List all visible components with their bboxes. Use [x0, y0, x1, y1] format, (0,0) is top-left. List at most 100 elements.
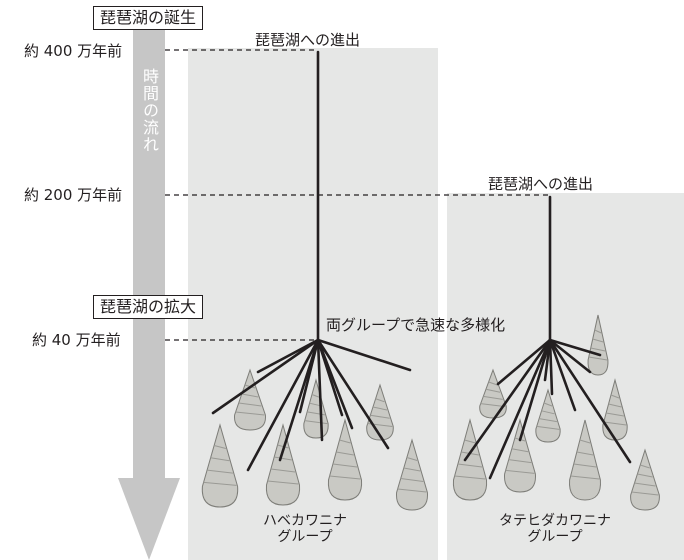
snail-shell-whorl: [608, 403, 622, 408]
era-label-200: 約 200 万年前: [24, 186, 123, 204]
tatehida-branch: [548, 338, 602, 357]
group-label-habe-line2: グループ: [277, 529, 333, 545]
tatehida-branch: [518, 338, 552, 442]
snail-shell-whorl: [457, 463, 483, 468]
snail-shell-whorl: [464, 439, 476, 444]
snail-shell-whorl: [637, 473, 653, 478]
snail-shell-whorl: [541, 410, 555, 415]
snail-shell-whorl: [270, 468, 296, 473]
snail-shell-whorl: [594, 329, 602, 334]
snail-shell-whorl: [400, 478, 424, 482]
tatehida-branch: [463, 338, 552, 462]
snail-shell-whorl: [485, 388, 501, 393]
snail-shell-whorl: [397, 488, 427, 493]
snail-shell: [201, 423, 239, 508]
snail-shell-whorl: [539, 418, 557, 423]
snail-shell-whorl: [375, 398, 385, 403]
tatehida-branch: [548, 338, 592, 374]
snail-shell-whorl: [311, 394, 321, 398]
snail-shell: [479, 368, 507, 419]
snail-shell: [396, 438, 428, 511]
snail-shell-whorl: [606, 412, 624, 417]
tatehida-branch: [548, 338, 632, 464]
snail-shell-whorl: [505, 469, 535, 474]
snail-shell-whorl: [304, 420, 328, 425]
snail-shell-whorl: [332, 463, 358, 468]
habe-branch: [211, 338, 320, 415]
habe-branch: [298, 338, 320, 414]
snail-shell-whorl: [543, 402, 553, 407]
snail-shell: [504, 418, 536, 493]
snail-shell-whorl: [336, 451, 354, 456]
snail-shell-whorl: [570, 475, 600, 480]
snail-shell-whorl: [610, 394, 620, 399]
snail-shell-whorl: [634, 482, 656, 487]
snail-shell-whorl: [214, 445, 226, 449]
snail-shell: [265, 423, 301, 506]
snail-shell-whorl: [579, 439, 591, 444]
snail-shell: [366, 383, 394, 441]
event-lake-birth: 琵琶湖の誕生: [93, 6, 204, 30]
snail-shell: [587, 314, 609, 376]
snail-shell-whorl: [483, 395, 503, 400]
time-arrow-shaft: [133, 22, 165, 488]
group-label-tatehida-line1: タテヒダカワニナ: [499, 513, 611, 529]
time-arrow-label: 時間の流れ: [140, 68, 159, 153]
snail-shell-whorl: [576, 451, 594, 456]
habe-branch: [316, 338, 324, 442]
snail-shell-whorl: [592, 338, 604, 343]
era-label-400: 約 400 万年前: [24, 42, 123, 60]
tatehida-branches: [463, 338, 632, 480]
habe-branch: [316, 338, 390, 450]
snail-shell-whorl: [511, 448, 529, 453]
tatehida-branch: [488, 338, 552, 480]
habe-branches: [211, 338, 412, 472]
habe-branch: [316, 338, 412, 372]
tatehida-branch: [548, 338, 577, 412]
event-lake-expansion: 琵琶湖の拡大: [93, 295, 204, 319]
snail-shell-whorl: [403, 467, 421, 472]
habe-branch: [246, 338, 320, 472]
snail-shell-whorl: [274, 456, 292, 461]
snail-shells: [201, 314, 660, 511]
snail-shell: [234, 368, 266, 431]
snail-shell-whorl: [372, 406, 388, 411]
snail-shell: [569, 419, 601, 501]
snail-shell-whorl: [329, 475, 361, 480]
snail-shell-whorl: [573, 463, 597, 468]
habe-branch: [316, 338, 354, 430]
snail-shell: [630, 448, 660, 511]
snail-shell: [535, 388, 561, 443]
habe-branch: [256, 338, 320, 374]
snail-shell-whorl: [210, 457, 230, 462]
annotation-diversification: 両グループで急速な多様化: [326, 316, 506, 334]
annotation-tatehida-entry: 琵琶湖への進出: [488, 175, 594, 193]
group-label-tatehida: タテヒダカワニナ グループ: [480, 513, 630, 545]
snail-shell-whorl: [370, 414, 390, 419]
snail-shell-whorl: [406, 457, 418, 461]
tatehida-branch: [496, 338, 552, 386]
snail-shell-whorl: [339, 439, 351, 444]
snail-shell-whorl: [203, 481, 237, 486]
annotation-habe-entry: 琵琶湖への進出: [255, 31, 361, 49]
snail-shell: [303, 378, 329, 439]
snail-shell-whorl: [241, 393, 259, 398]
tatehida-branch: [548, 338, 554, 396]
snail-shell-whorl: [536, 425, 560, 430]
snail-shell: [452, 418, 488, 501]
snail-shell-whorl: [508, 459, 532, 464]
era-label-40: 約 40 万年前: [32, 331, 121, 349]
snail-shell: [602, 378, 628, 441]
time-arrow-head: [118, 478, 180, 560]
snail-shell-whorl: [480, 403, 506, 408]
group-label-tatehida-line2: グループ: [527, 529, 583, 545]
snail-shell-whorl: [640, 464, 650, 469]
snail-shell-whorl: [588, 356, 608, 361]
snail-shell-whorl: [590, 347, 606, 352]
snail-shell-whorl: [267, 480, 299, 485]
snail-shell-whorl: [207, 469, 233, 474]
snail-shell-whorl: [488, 381, 498, 386]
snail-shell: [327, 418, 363, 501]
group-label-habe-line1: ハベカワニナ: [263, 513, 347, 529]
